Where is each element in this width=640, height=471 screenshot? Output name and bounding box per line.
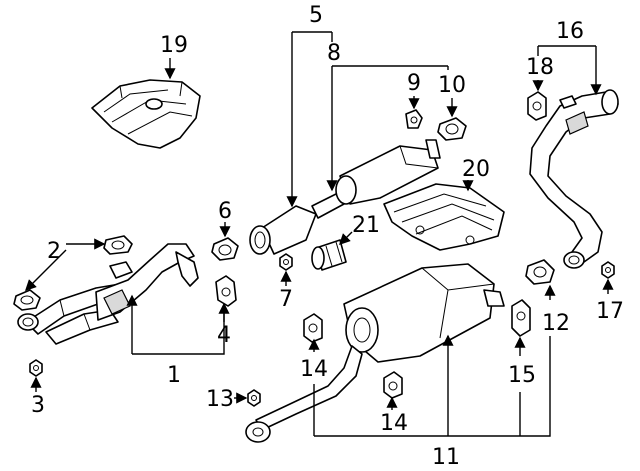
callout-19: 19 [160, 33, 188, 58]
callout-15: 15 [508, 363, 536, 388]
gasket-12 [525, 259, 555, 285]
hanger-14-lower [383, 371, 403, 399]
callout-13: 13 [206, 387, 234, 412]
callout-7: 7 [279, 287, 293, 312]
callout-6: 6 [218, 199, 232, 224]
gasket-10 [437, 117, 467, 141]
gasket-left [13, 289, 41, 311]
callout-20: 20 [462, 157, 490, 182]
callout-4: 4 [217, 323, 231, 348]
callout-12: 12 [542, 311, 570, 336]
callout-3: 3 [31, 393, 45, 418]
hanger-4 [215, 275, 237, 307]
leader-lines [25, 31, 614, 437]
nut-7 [279, 253, 293, 271]
callout-8: 8 [327, 41, 341, 66]
nut-17 [601, 261, 615, 279]
callout-17: 17 [596, 299, 624, 324]
callout-16: 16 [556, 19, 584, 44]
callout-11: 11 [432, 445, 460, 470]
nut-3 [29, 359, 43, 377]
callout-1: 1 [167, 363, 181, 388]
callout-18: 18 [526, 55, 554, 80]
callout-14-upper: 14 [300, 357, 328, 382]
heat-shield-front [91, 79, 201, 149]
hanger-15 [511, 299, 531, 337]
heat-shield-rear [383, 183, 505, 251]
hanger-14-upper [303, 313, 323, 343]
nut-13 [247, 389, 261, 407]
hanger-18 [527, 91, 547, 121]
gasket-6 [211, 237, 239, 261]
catalytic-converter [249, 191, 345, 255]
callout-2: 2 [47, 239, 61, 264]
center-muffler [335, 139, 441, 205]
rear-pipe [245, 345, 363, 443]
callout-5: 5 [309, 3, 323, 28]
tail-pipe [529, 89, 619, 269]
callout-14-lower: 14 [380, 411, 408, 436]
hanger-9 [405, 109, 423, 129]
callout-21: 21 [352, 213, 380, 238]
clamp-21 [311, 239, 347, 271]
front-pipe [17, 243, 199, 345]
rear-muffler [343, 263, 505, 363]
gasket-upper [103, 235, 133, 255]
callout-10: 10 [438, 73, 466, 98]
callout-9: 9 [407, 71, 421, 96]
